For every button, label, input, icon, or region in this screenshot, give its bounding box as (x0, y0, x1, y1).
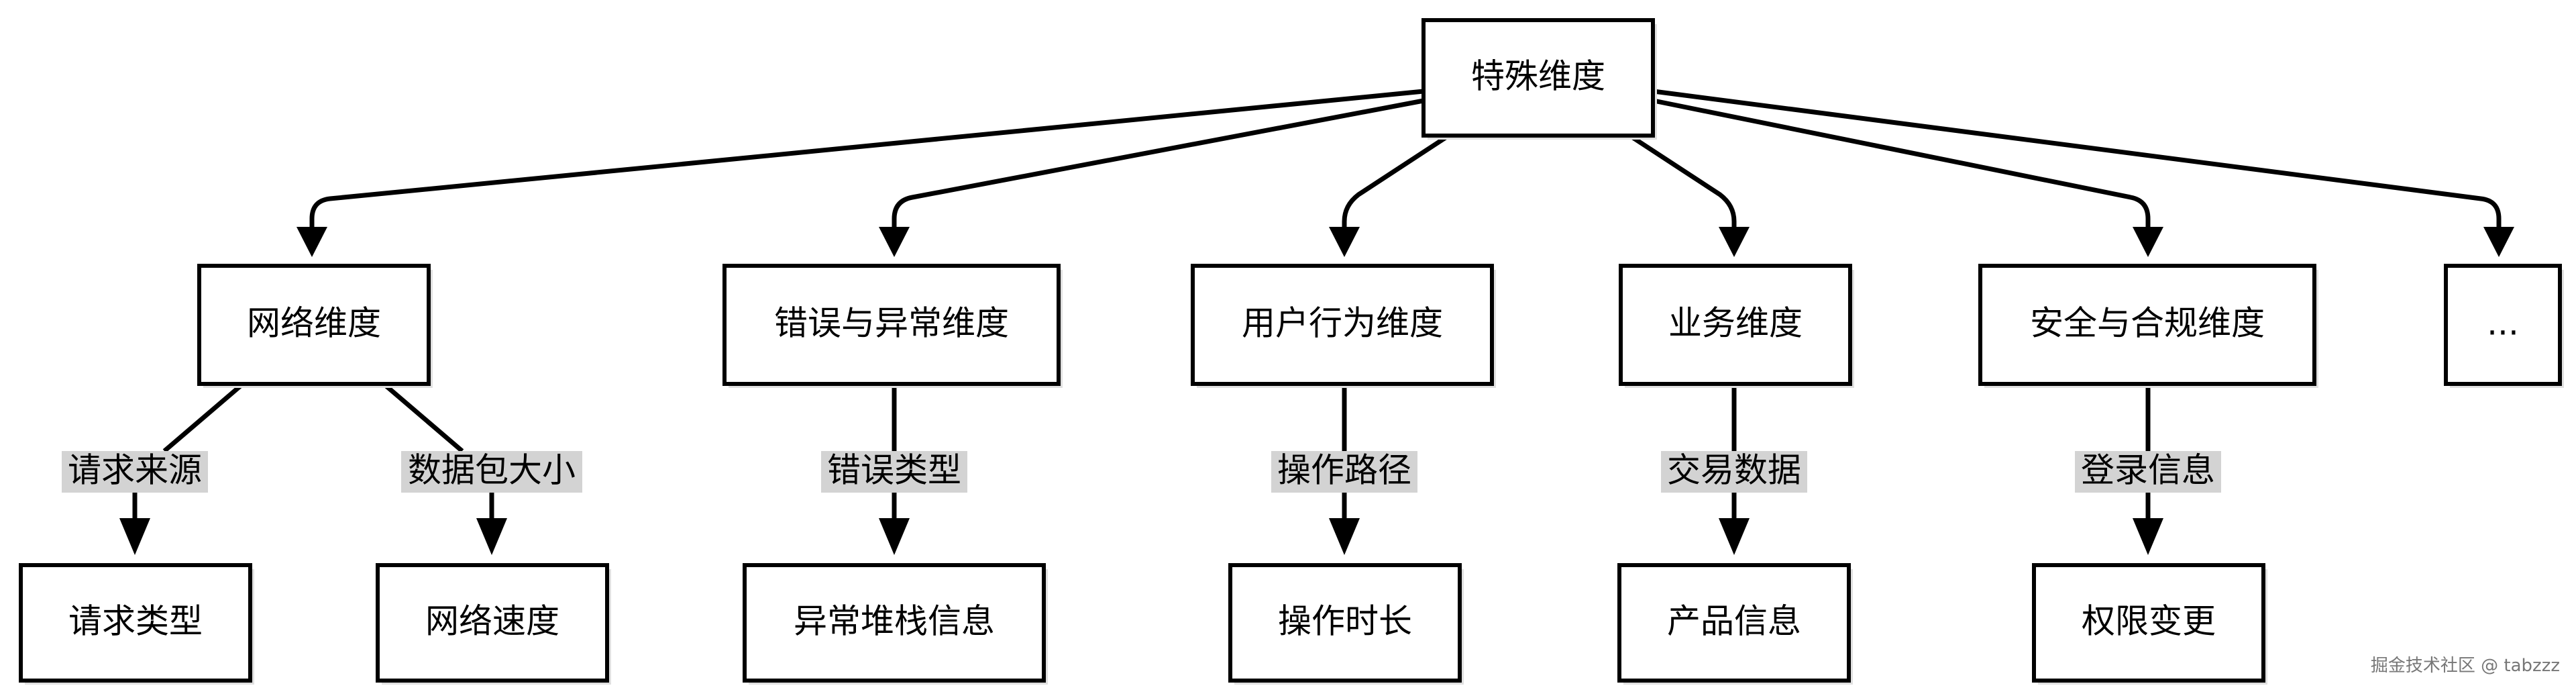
node-business[interactable]: 业务维度 (1619, 264, 1854, 388)
node-network-label: 网络维度 (247, 304, 381, 343)
node-more-label: ... (2487, 304, 2519, 343)
node-op-duration[interactable]: 操作时长 (1228, 563, 1464, 685)
node-more[interactable]: ... (2444, 264, 2564, 388)
edge-root-more (1653, 89, 2502, 227)
edge-root-business (1631, 136, 1737, 227)
node-product-info-label: 产品信息 (1667, 602, 1801, 641)
edge-label-request-source-text: 请求来源 (68, 451, 202, 490)
edge-label-op-path-text: 操作路径 (1277, 451, 1411, 490)
arrow-user-behavior (1329, 227, 1360, 257)
edge-root-error (892, 98, 1424, 227)
arrow-product-info (1719, 518, 1750, 555)
edge-root-network (309, 89, 1424, 227)
node-network-speed[interactable]: 网络速度 (376, 563, 611, 685)
arrow-request-type (119, 518, 150, 555)
edge-label-trade-data-text: 交易数据 (1667, 451, 1801, 490)
edge-label-request-source: 请求来源 (62, 451, 208, 493)
node-security-label: 安全与合规维度 (2030, 304, 2265, 343)
node-permission-change-label: 权限变更 (2082, 602, 2216, 641)
edges-dimensions-to-details (119, 382, 2163, 555)
node-user-behavior[interactable]: 用户行为维度 (1191, 264, 1496, 388)
node-network[interactable]: 网络维度 (197, 264, 433, 388)
node-network-speed-label: 网络速度 (425, 602, 559, 641)
node-business-label: 业务维度 (1668, 304, 1803, 343)
node-root[interactable]: 特殊维度 (1421, 18, 1657, 140)
edge-label-packet-size: 数据包大小 (401, 451, 582, 493)
edge-label-login-info-text: 登录信息 (2081, 451, 2215, 490)
edge-label-packet-size-text: 数据包大小 (408, 451, 576, 490)
node-error-label: 错误与异常维度 (774, 304, 1009, 343)
edge-label-login-info: 登录信息 (2075, 451, 2221, 493)
arrow-stack-info (879, 518, 910, 555)
node-request-type-label: 请求类型 (68, 602, 203, 641)
edges-root-to-dimensions (297, 89, 2514, 257)
node-security[interactable]: 安全与合规维度 (1978, 264, 2318, 388)
edge-label-error-type-text: 错误类型 (827, 451, 961, 490)
node-request-type[interactable]: 请求类型 (19, 563, 254, 685)
edge-label-op-path: 操作路径 (1271, 451, 1417, 493)
node-error[interactable]: 错误与异常维度 (722, 264, 1063, 388)
arrow-error (879, 227, 910, 257)
arrow-security (2133, 227, 2163, 257)
arrow-network (297, 227, 327, 257)
edge-label-error-type: 错误类型 (821, 451, 967, 493)
arrow-op-duration (1329, 518, 1360, 555)
edge-root-user-behavior (1342, 136, 1447, 227)
node-user-behavior-label: 用户行为维度 (1242, 304, 1443, 343)
edge-label-trade-data: 交易数据 (1661, 451, 1807, 493)
arrow-network-speed (476, 518, 507, 555)
edge-root-security (1653, 98, 2151, 227)
node-stack-info-label: 异常堆栈信息 (794, 602, 995, 641)
edge-labels: 请求来源 数据包大小 错误类型 操作路径 交易数据 登录信息 (62, 451, 2221, 493)
edge-network-request-source-upper (162, 382, 245, 453)
node-stack-info[interactable]: 异常堆栈信息 (743, 563, 1048, 685)
arrow-more (2483, 227, 2514, 257)
node-root-label: 特殊维度 (1471, 57, 1605, 96)
node-op-duration-label: 操作时长 (1278, 602, 1412, 641)
arrow-permission-change (2133, 518, 2163, 555)
arrow-business (1719, 227, 1750, 257)
node-permission-change[interactable]: 权限变更 (2032, 563, 2267, 685)
edge-network-packet-size-upper (382, 382, 464, 453)
watermark: 掘金技术社区 @ tabzzz (2371, 656, 2560, 676)
node-product-info[interactable]: 产品信息 (1617, 563, 1853, 685)
